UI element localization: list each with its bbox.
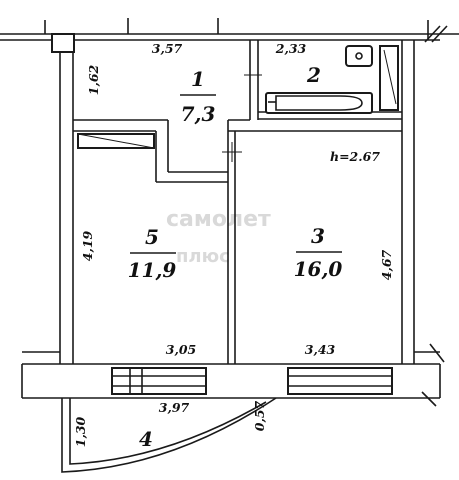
dim-left-wall: 4,19: [80, 230, 95, 261]
right-wall: [401, 40, 445, 407]
dim-balcony-left: 1,30: [73, 416, 88, 447]
dim-balcony-right: 0,57: [252, 400, 267, 431]
dim-right-wall: 4,67: [379, 249, 394, 280]
dim-balcony-width: 3,97: [159, 400, 190, 415]
left-wall: [22, 33, 75, 364]
room-5-area: 11,9: [128, 258, 177, 282]
bottom-wall: [21, 363, 441, 399]
room-1-number: 1: [191, 67, 205, 91]
sink-icon: [345, 45, 373, 67]
room-4-number: 4: [139, 427, 153, 451]
dim-hall-depth: 1,62: [86, 64, 101, 95]
room-3-number: 3: [311, 224, 325, 248]
dim-top-right: 2,33: [275, 41, 307, 56]
room-2-number: 2: [306, 63, 321, 87]
room-5-number: 5: [145, 225, 159, 249]
watermark: самолет плюс: [166, 207, 271, 267]
bathroom-fixtures: [265, 45, 399, 114]
dim-bottom-right: 3,43: [305, 342, 336, 357]
room-1-area: 7,3: [181, 102, 216, 126]
room-3-area: 16,0: [294, 257, 343, 281]
watermark-line2: плюс: [176, 246, 230, 267]
dimension-labels: 3,57 2,33 1,62 4,19 4,67 3,05 3,43 3,97 …: [73, 41, 394, 447]
watermark-line1: самолет: [166, 207, 271, 232]
ceiling-height: h=2.67: [330, 149, 380, 164]
dim-top-left: 3,57: [152, 41, 183, 56]
dim-bottom-left: 3,05: [166, 342, 196, 357]
interior-partitions: [73, 40, 402, 364]
room-labels: 1 7,3 2 3 16,0 4 5 11,9: [128, 63, 343, 451]
balcony: [61, 397, 277, 473]
